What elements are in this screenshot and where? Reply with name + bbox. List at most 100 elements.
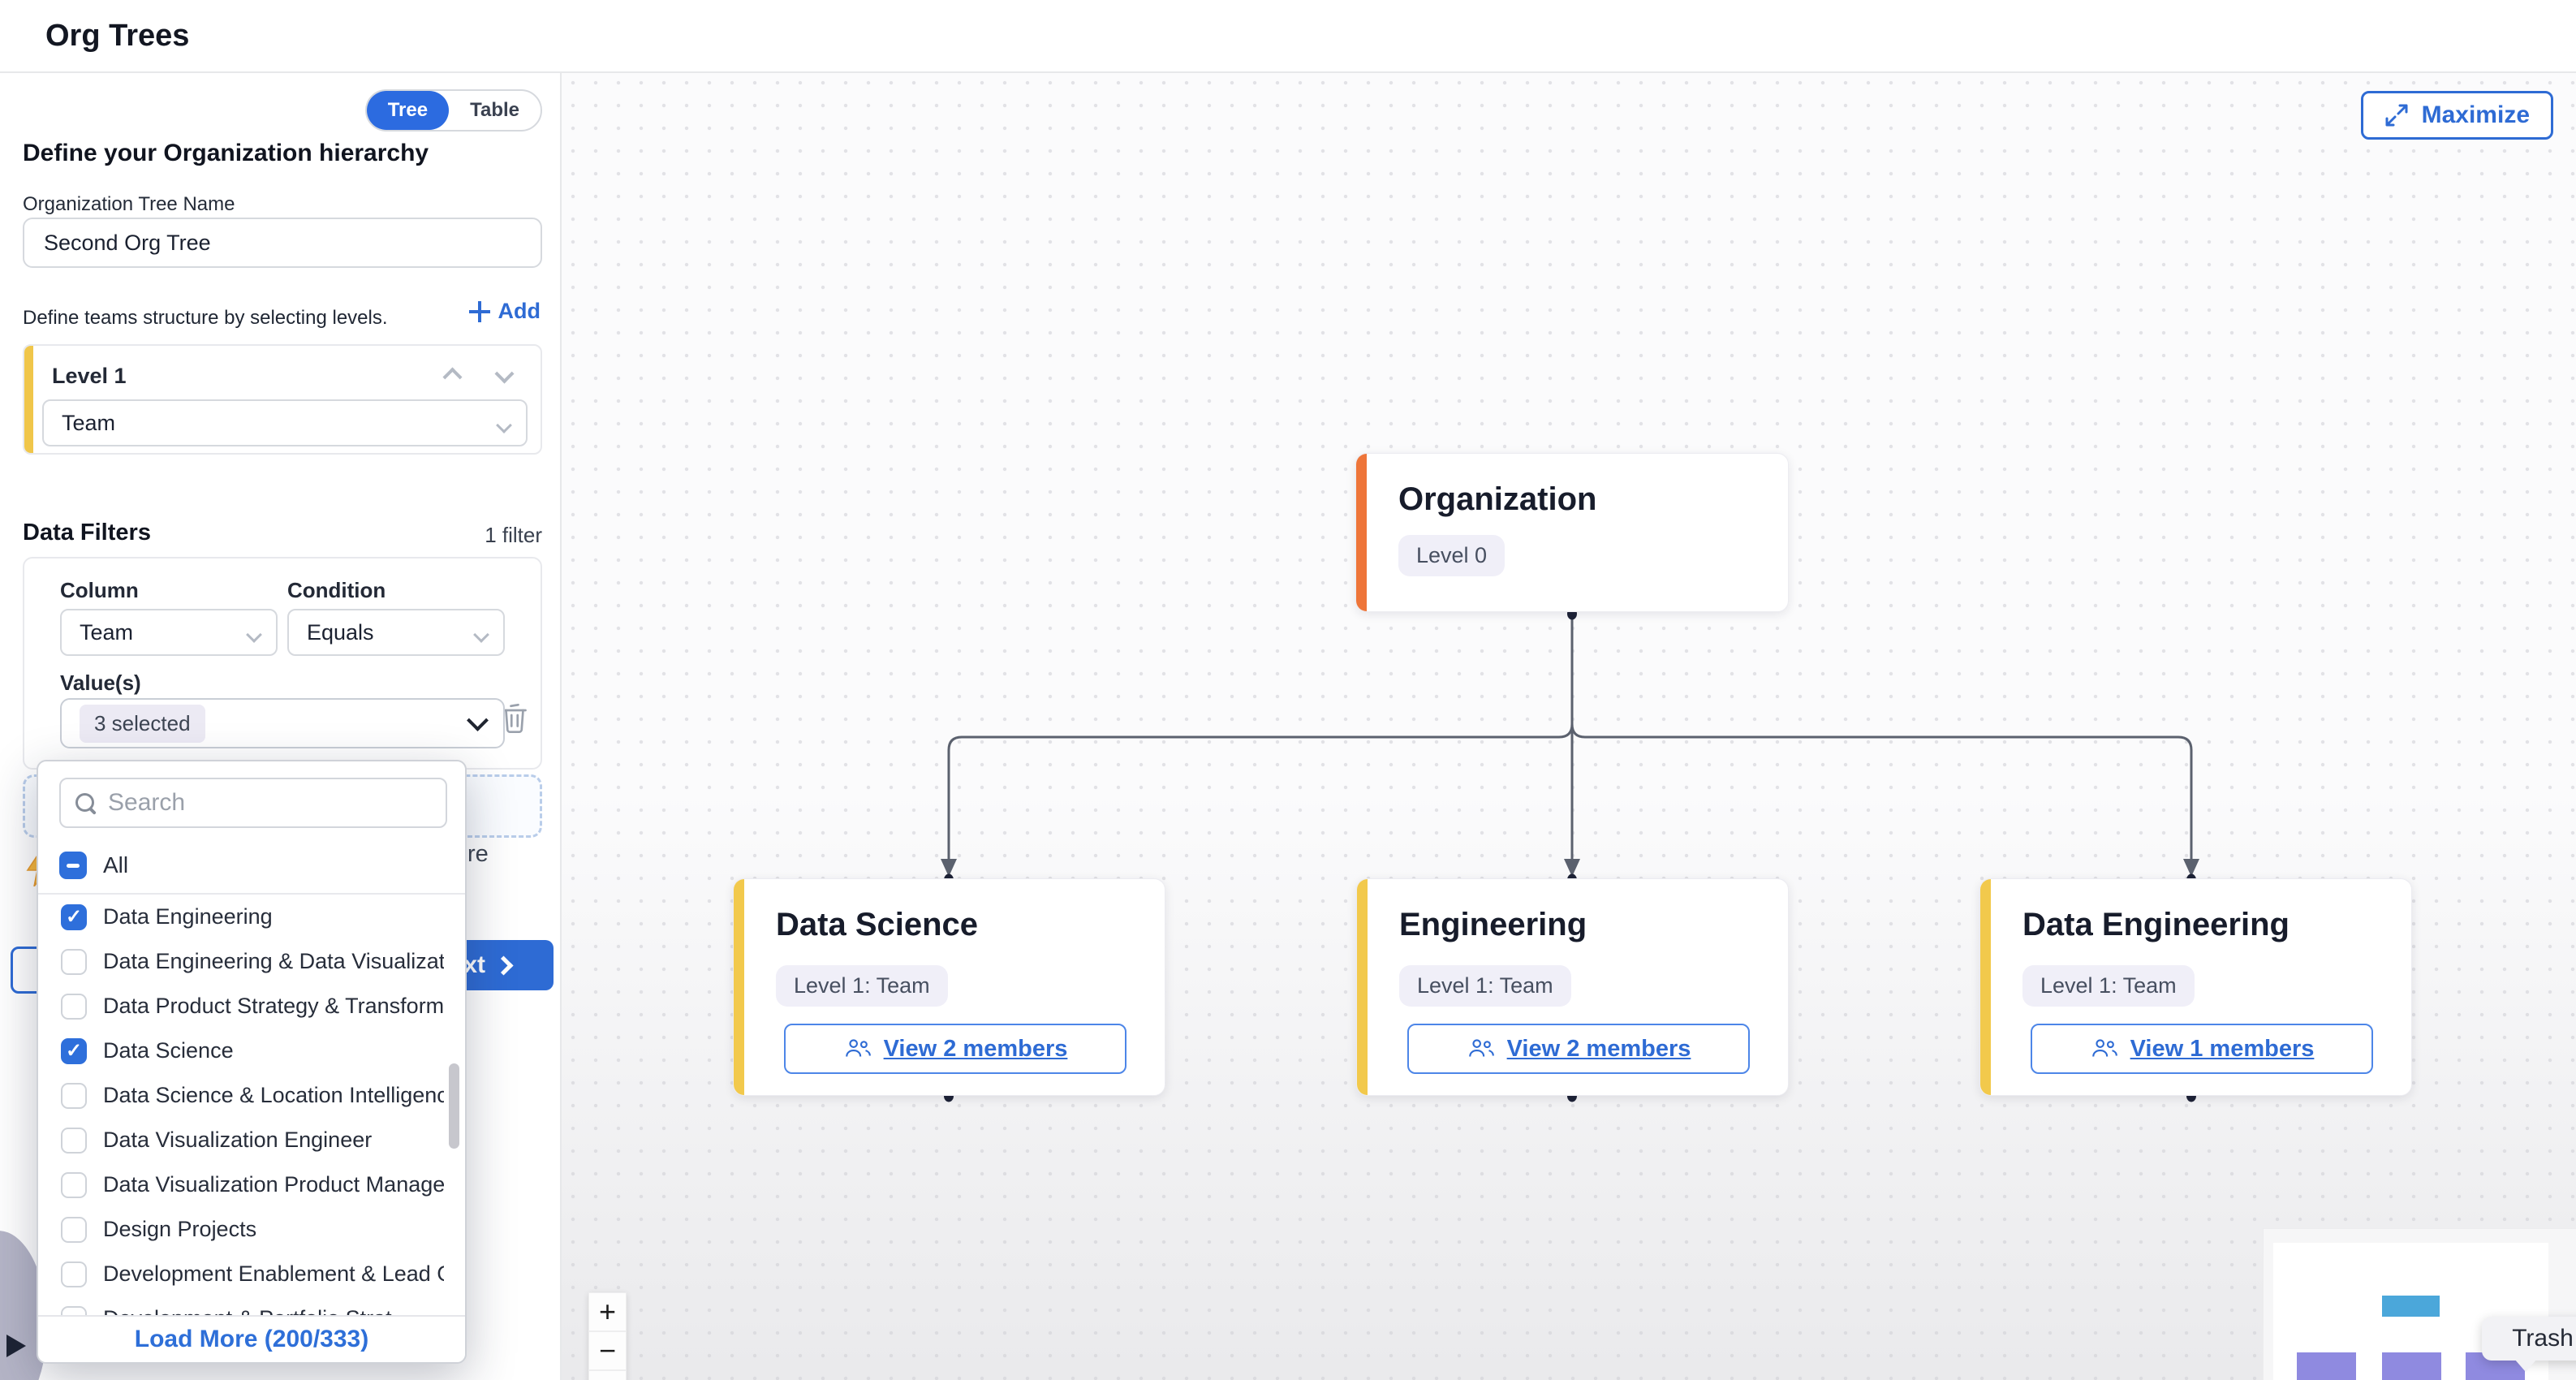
filter-card: Column Condition Team Equals Value(s) 3 … <box>23 557 542 770</box>
chevron-down-icon <box>473 626 489 643</box>
item-checkbox[interactable] <box>61 903 87 930</box>
item-checkbox[interactable] <box>61 1261 87 1287</box>
chevron-down-icon <box>246 626 262 643</box>
list-item[interactable]: Design Projects <box>38 1207 465 1252</box>
view-members-button[interactable]: View 2 members <box>784 1024 1126 1074</box>
delete-filter-icon[interactable] <box>500 701 529 734</box>
search-icon <box>75 793 95 813</box>
view-members-label: View 2 members <box>883 1035 1068 1062</box>
zoom-in-button[interactable]: + <box>588 1292 627 1331</box>
org-tree-canvas[interactable]: Maximize Orga <box>560 71 2576 1380</box>
view-members-button[interactable]: View 2 members <box>1407 1024 1750 1074</box>
maximize-button[interactable]: Maximize <box>2360 91 2553 140</box>
list-item[interactable]: Data Visualization Engineer <box>38 1118 465 1162</box>
list-item[interactable]: Data Science <box>38 1029 465 1073</box>
play-icon <box>6 1335 26 1357</box>
select-all-checkbox[interactable] <box>59 852 87 879</box>
tree-name-input[interactable] <box>23 218 542 268</box>
zoom-controls: + − <box>588 1292 627 1380</box>
list-item[interactable]: Data Product Strategy & Transformat... <box>38 984 465 1029</box>
page-header: Org Trees <box>0 0 2576 73</box>
level-field-value: Team <box>62 410 116 435</box>
hierarchy-panel: Tree Table Define your Organization hier… <box>0 71 560 1380</box>
trash-tooltip: Trash <box>2482 1317 2576 1372</box>
panel-heading: Define your Organization hierarchy <box>23 140 429 166</box>
list-item[interactable]: Data Engineering & Data Visualization <box>38 939 465 984</box>
expand-icon <box>2385 104 2408 127</box>
view-members-label: View 2 members <box>1506 1035 1691 1062</box>
select-all-row[interactable]: All <box>59 841 444 890</box>
divider <box>38 893 465 895</box>
item-checkbox[interactable] <box>61 948 87 975</box>
minimap-node <box>2382 1352 2441 1380</box>
minimap-node <box>2382 1296 2440 1317</box>
move-level-down-icon[interactable] <box>494 364 515 384</box>
node-level-badge: Level 1: Team <box>776 965 948 1007</box>
node-title: Data Science <box>776 907 979 942</box>
tree-edges <box>941 607 2199 1102</box>
item-label: Design Projects <box>103 1217 257 1241</box>
list-item[interactable]: Data Science & Location Intelligence <box>38 1073 465 1118</box>
fit-view-button[interactable] <box>588 1370 627 1380</box>
plus-icon <box>468 300 490 322</box>
item-checkbox[interactable] <box>61 1082 87 1109</box>
minimap[interactable] <box>2263 1228 2576 1380</box>
item-checkbox[interactable] <box>61 993 87 1020</box>
org-node-root[interactable]: Organization Level 0 <box>1355 453 1789 612</box>
org-node-data-engineering[interactable]: Data Engineering Level 1: Team View 1 me… <box>1979 878 2412 1096</box>
search-input[interactable] <box>106 788 431 817</box>
data-filters-title: Data Filters <box>23 520 151 546</box>
members-icon <box>2091 1039 2117 1057</box>
condition-select[interactable]: Equals <box>287 609 505 656</box>
members-icon <box>1468 1039 1494 1057</box>
view-toggle[interactable]: Tree Table <box>364 89 542 132</box>
item-checkbox[interactable] <box>61 1127 87 1154</box>
list-item[interactable]: Data Engineering <box>38 895 465 939</box>
level-label: Level 1 <box>52 364 127 388</box>
node-title: Organization <box>1398 481 1597 517</box>
dropdown-footer: Load More (200/333) <box>38 1315 465 1362</box>
filter-count-badge: 1 filter <box>485 523 542 547</box>
select-all-label: All <box>103 852 129 878</box>
column-select[interactable]: Team <box>60 609 278 656</box>
list-item[interactable]: Data Visualization Product Managem... <box>38 1162 465 1207</box>
level-field-select[interactable]: Team <box>42 399 528 446</box>
minimap-node <box>2297 1352 2356 1380</box>
column-label: Column <box>60 578 139 602</box>
move-level-up-icon[interactable] <box>442 367 463 387</box>
column-value: Team <box>80 619 134 645</box>
tab-tree[interactable]: Tree <box>366 91 450 130</box>
condition-label: Condition <box>287 578 386 602</box>
item-checkbox[interactable] <box>61 1037 87 1064</box>
dropdown-scrollbar[interactable] <box>449 1063 459 1149</box>
tab-table[interactable]: Table <box>470 99 519 121</box>
values-multiselect[interactable]: 3 selected <box>60 698 505 748</box>
maximize-label: Maximize <box>2421 101 2530 128</box>
node-title: Data Engineering <box>2022 907 2290 942</box>
org-node-data-science[interactable]: Data Science Level 1: Team View 2 member… <box>733 878 1165 1096</box>
tree-name-label: Organization Tree Name <box>23 193 235 215</box>
node-level-badge: Level 1: Team <box>1399 965 1571 1007</box>
list-item[interactable]: Development Enablement & Lead Ge... <box>38 1252 465 1296</box>
add-level-label: Add <box>498 299 541 323</box>
add-level-button[interactable]: Add <box>468 299 541 324</box>
org-node-engineering[interactable]: Engineering Level 1: Team View 2 members <box>1356 878 1789 1096</box>
node-title: Engineering <box>1399 907 1587 942</box>
dropdown-search[interactable] <box>59 778 447 828</box>
selected-count-chip: 3 selected <box>80 704 205 743</box>
node-level-badge: Level 1: Team <box>2022 965 2195 1007</box>
item-label: Data Visualization Engineer <box>103 1128 373 1152</box>
levels-hint: Define teams structure by selecting leve… <box>23 307 388 329</box>
zoom-out-button[interactable]: − <box>588 1331 627 1370</box>
view-members-button[interactable]: View 1 members <box>2031 1024 2373 1074</box>
page-title: Org Trees <box>45 19 190 53</box>
note-text-fragment: re <box>467 841 489 867</box>
node-level-badge: Level 0 <box>1398 535 1506 576</box>
item-label: Data Visualization Product Managem... <box>103 1172 444 1197</box>
item-checkbox[interactable] <box>61 1171 87 1198</box>
item-checkbox[interactable] <box>61 1216 87 1243</box>
load-more-link[interactable]: Load More (200/333) <box>134 1326 369 1352</box>
item-label: Data Science & Location Intelligence <box>103 1083 444 1107</box>
